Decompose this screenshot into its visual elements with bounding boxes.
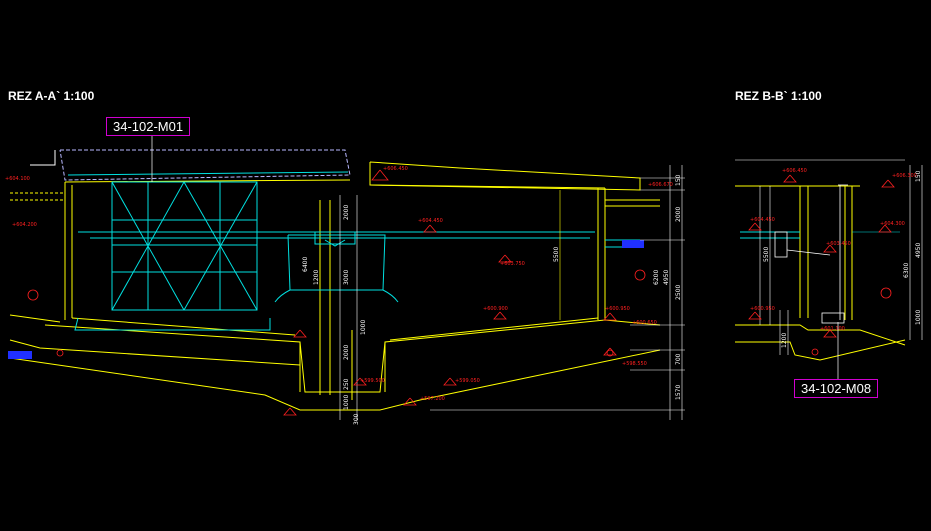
dim-b-5: 1000 xyxy=(915,310,922,325)
dim-a-13: 300 xyxy=(353,413,360,425)
elev-b-4: +603.450 xyxy=(826,241,851,247)
elev-a-9: +599.500 xyxy=(360,378,385,384)
elev-a-5: +603.750 xyxy=(500,261,525,267)
section-a-dimension-labels: 150 2000 4950 6200 2500 700 1570 3000 20… xyxy=(302,174,682,425)
dim-a-14: 5500 xyxy=(553,247,560,262)
dim-a-8: 2000 xyxy=(343,205,350,220)
dim-b-1: 4950 xyxy=(915,243,922,258)
dim-a-16: 1200 xyxy=(313,270,320,285)
equipment-tag-m08[interactable]: 34-102-M08 xyxy=(794,379,879,398)
elev-a-4: +604.450 xyxy=(418,218,443,224)
dim-b-2: 6300 xyxy=(903,263,910,278)
elev-b-5: +600.950 xyxy=(750,306,775,312)
dim-a-12: 1000 xyxy=(343,395,350,410)
elev-a-1: +604.200 xyxy=(12,222,37,228)
dim-a-15: 6400 xyxy=(302,257,309,272)
elev-b-2: +604.450 xyxy=(750,217,775,223)
elev-a-10: +599.050 xyxy=(455,378,480,384)
section-b-title: REZ B-B` 1:100 xyxy=(735,89,822,103)
dim-a-11: 250 xyxy=(343,378,350,390)
dim-a-10: 2000 xyxy=(343,345,350,360)
section-b-dimension-lines xyxy=(759,165,923,355)
dim-b-4: 1200 xyxy=(781,333,788,348)
dim-b-0: 150 xyxy=(915,170,922,182)
section-a-dimension-lines xyxy=(339,165,685,420)
section-a-title: REZ A-A` 1:100 xyxy=(8,89,95,103)
dim-a-1: 2000 xyxy=(675,207,682,222)
dim-b-3: 5500 xyxy=(763,247,770,262)
dim-a-3: 6200 xyxy=(653,270,660,285)
elev-b-3: +604.300 xyxy=(880,221,905,227)
elev-a-3: +606.670 xyxy=(648,182,673,188)
dim-a-2: 4950 xyxy=(663,270,670,285)
elev-b-6: +601.100 xyxy=(820,326,845,332)
elev-a-12: +597.200 xyxy=(420,396,445,402)
section-a-outflow-marker xyxy=(622,240,644,248)
elev-a-0: +604.100 xyxy=(5,176,30,182)
equipment-tag-m01[interactable]: 34-102-M01 xyxy=(106,117,191,136)
section-a-level-markers xyxy=(27,169,646,416)
elev-a-6: +600.900 xyxy=(483,306,508,312)
section-a-inflow-marker xyxy=(8,351,32,359)
section-b-equipment xyxy=(774,184,848,324)
elev-a-8: +600.650 xyxy=(632,320,657,326)
dim-a-6: 1570 xyxy=(675,385,682,400)
dim-a-5: 700 xyxy=(675,353,682,365)
section-b-dimension-labels: 150 4950 6300 5500 1200 1000 xyxy=(763,170,922,348)
elev-a-2: +606.450 xyxy=(383,166,408,172)
dim-a-4: 2500 xyxy=(675,285,682,300)
dim-a-9: 1000 xyxy=(360,320,367,335)
section-b-elevation-labels: +606.450 +606.300 +604.450 +604.300 +603… xyxy=(750,168,917,332)
elev-b-0: +606.450 xyxy=(782,168,807,174)
section-b-level-markers xyxy=(748,174,895,356)
elev-a-7: +600.950 xyxy=(605,306,630,312)
dim-a-0: 150 xyxy=(675,174,682,186)
section-a-elevation-labels: +604.100 +604.200 +606.450 +606.670 +604… xyxy=(5,166,673,402)
elev-b-1: +606.300 xyxy=(892,173,917,179)
elev-a-11: +598.550 xyxy=(622,361,647,367)
dim-a-7: 3000 xyxy=(343,270,350,285)
section-a-structure xyxy=(9,149,661,411)
section-a-equipment xyxy=(74,181,399,331)
